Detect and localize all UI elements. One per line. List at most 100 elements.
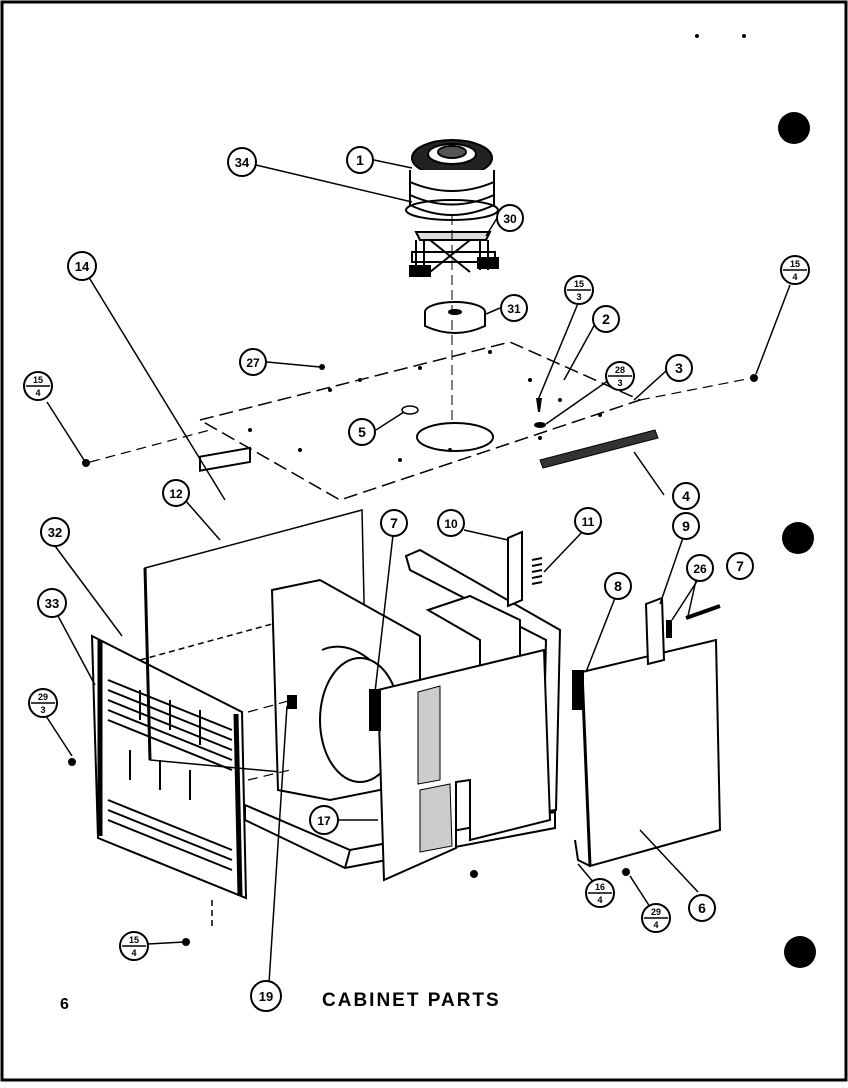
callout-29-3: 29 3: [28, 688, 58, 718]
callout-15-4-left: 15 4: [23, 371, 53, 401]
svg-text:31: 31: [507, 302, 521, 316]
svg-text:4: 4: [35, 388, 40, 398]
callout-4: 4: [672, 482, 700, 510]
page-caption: CABINET PARTS: [322, 990, 501, 1011]
callout-15-4-bottom: 15 4: [119, 931, 149, 961]
callout-29-4: 29 4: [641, 903, 671, 933]
spring-11: [531, 557, 543, 585]
callout-9: 9: [672, 512, 700, 540]
divider-insulation: [417, 685, 453, 853]
mount-bracket-10: [507, 530, 523, 608]
callout-19: 19: [250, 980, 282, 1012]
svg-text:7: 7: [390, 515, 398, 531]
motor-mount-bracket: [409, 231, 499, 277]
callout-14: 14: [67, 251, 97, 281]
svg-text:29: 29: [38, 692, 48, 702]
chassis-base: [244, 803, 556, 870]
svg-text:33: 33: [45, 596, 59, 611]
svg-text:30: 30: [503, 212, 517, 226]
callout-15-3: 15 3: [564, 275, 594, 305]
callout-15-4-right: 15 4: [780, 255, 810, 285]
callout-26: 26: [686, 554, 714, 582]
svg-text:26: 26: [693, 562, 707, 576]
svg-text:4: 4: [597, 895, 602, 905]
leader-lines: [45, 159, 791, 984]
callout-17: 17: [309, 805, 339, 835]
callout-5: 5: [348, 418, 376, 446]
seal-strip: [199, 446, 251, 472]
binder-hole-bottom: [784, 936, 816, 968]
svg-text:10: 10: [444, 517, 458, 531]
svg-text:15: 15: [574, 279, 584, 289]
svg-text:9: 9: [682, 518, 690, 534]
svg-text:3: 3: [617, 378, 622, 388]
callout-28-3: 28 3: [605, 361, 635, 391]
motor: [409, 139, 495, 216]
svg-text:12: 12: [169, 487, 183, 501]
binder-hole-top: [778, 112, 810, 144]
callout-31: 31: [500, 294, 528, 322]
side-bracket-9: [644, 596, 666, 666]
svg-text:4: 4: [653, 920, 658, 930]
svg-text:15: 15: [33, 375, 43, 385]
svg-text:3: 3: [576, 292, 581, 302]
assembly-dash-lines: [89, 377, 753, 781]
svg-text:14: 14: [75, 259, 90, 274]
svg-text:32: 32: [48, 525, 62, 540]
svg-text:19: 19: [259, 989, 273, 1004]
svg-text:29: 29: [651, 907, 661, 917]
svg-text:28: 28: [615, 365, 625, 375]
side-panel-edge: [572, 670, 591, 867]
svg-text:11: 11: [582, 515, 595, 529]
svg-text:8: 8: [614, 578, 622, 594]
side-panel: [580, 638, 722, 868]
front-grille-slats: [107, 679, 233, 871]
callout-6: 6: [688, 894, 716, 922]
callout-3: 3: [665, 354, 693, 382]
callout-32: 32: [40, 517, 70, 547]
callout-34: 34: [227, 147, 257, 177]
top-rail: [539, 429, 659, 469]
svg-text:7: 7: [736, 558, 744, 574]
part-7-right: [685, 604, 721, 620]
fan-opening: [416, 422, 494, 452]
svg-text:6: 6: [698, 900, 706, 916]
fasteners: [82, 364, 758, 467]
svg-text:1: 1: [356, 152, 364, 168]
callout-11: 11: [574, 507, 602, 535]
svg-text:27: 27: [246, 356, 260, 370]
page-number: 6: [60, 996, 69, 1013]
callout-8-left: 8: [604, 572, 632, 600]
grommet-5: [401, 405, 419, 415]
svg-text:15: 15: [790, 259, 800, 269]
scan-specks: [695, 34, 746, 38]
mount-pad: [424, 301, 486, 334]
svg-text:16: 16: [595, 882, 605, 892]
svg-text:15: 15: [129, 935, 139, 945]
callout-7-left: 7: [380, 509, 408, 537]
callout-16-4: 16 4: [585, 878, 615, 908]
svg-text:3: 3: [675, 360, 683, 376]
svg-text:4: 4: [131, 948, 136, 958]
callout-2: 2: [592, 305, 620, 333]
svg-text:4: 4: [682, 488, 690, 504]
svg-text:34: 34: [235, 155, 250, 170]
callout-10: 10: [437, 509, 465, 537]
svg-text:3: 3: [40, 705, 45, 715]
svg-text:5: 5: [358, 424, 366, 440]
callout-12: 12: [162, 479, 190, 507]
binder-hole-middle: [782, 522, 814, 554]
svg-text:4: 4: [792, 272, 797, 282]
callout-27: 27: [239, 348, 267, 376]
svg-text:2: 2: [602, 311, 610, 327]
svg-text:17: 17: [317, 814, 331, 828]
callout-30: 30: [496, 204, 524, 232]
callout-1: 1: [346, 146, 374, 174]
part-26: [666, 620, 672, 638]
front-grille-panel: [90, 634, 248, 900]
callout-7-right: 7: [726, 552, 754, 580]
callout-33: 33: [37, 588, 67, 618]
bottom-fasteners: [68, 758, 630, 946]
